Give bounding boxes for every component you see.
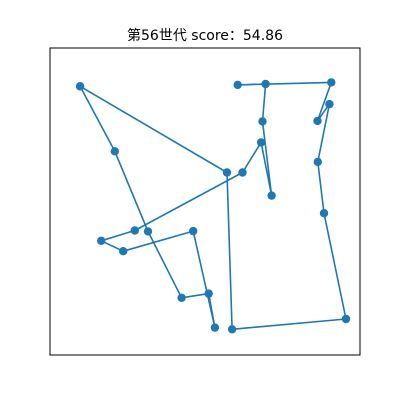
tour-point-19 <box>313 157 322 167</box>
tour-point-3 <box>177 293 186 302</box>
tour-point-14 <box>261 79 270 89</box>
tour-point-8 <box>97 236 106 245</box>
tour-point-1 <box>110 147 120 156</box>
tour-point-7 <box>119 247 128 256</box>
tour-point-20 <box>319 209 329 218</box>
tour-point-11 <box>256 138 266 147</box>
series-group <box>75 78 351 334</box>
tour-point-15 <box>233 80 242 90</box>
chart-title: 第56世代 score：54.86 <box>127 27 283 44</box>
tour-point-9 <box>130 226 139 235</box>
tour-point-17 <box>313 116 322 126</box>
tour-point-23 <box>222 168 232 177</box>
tour-point-21 <box>341 314 351 324</box>
tour-point-22 <box>227 325 237 334</box>
tour-point-24 <box>75 82 85 91</box>
tour-point-16 <box>327 78 336 87</box>
tour-point-2 <box>143 227 153 236</box>
tour-point-4 <box>204 289 213 298</box>
tour-point-10 <box>238 168 247 177</box>
tour-point-18 <box>325 99 334 109</box>
tour-point-6 <box>189 226 198 236</box>
tour-point-12 <box>267 191 276 200</box>
tour-point-13 <box>258 117 267 126</box>
tour-point-5 <box>210 323 220 332</box>
plot-area <box>49 47 361 356</box>
